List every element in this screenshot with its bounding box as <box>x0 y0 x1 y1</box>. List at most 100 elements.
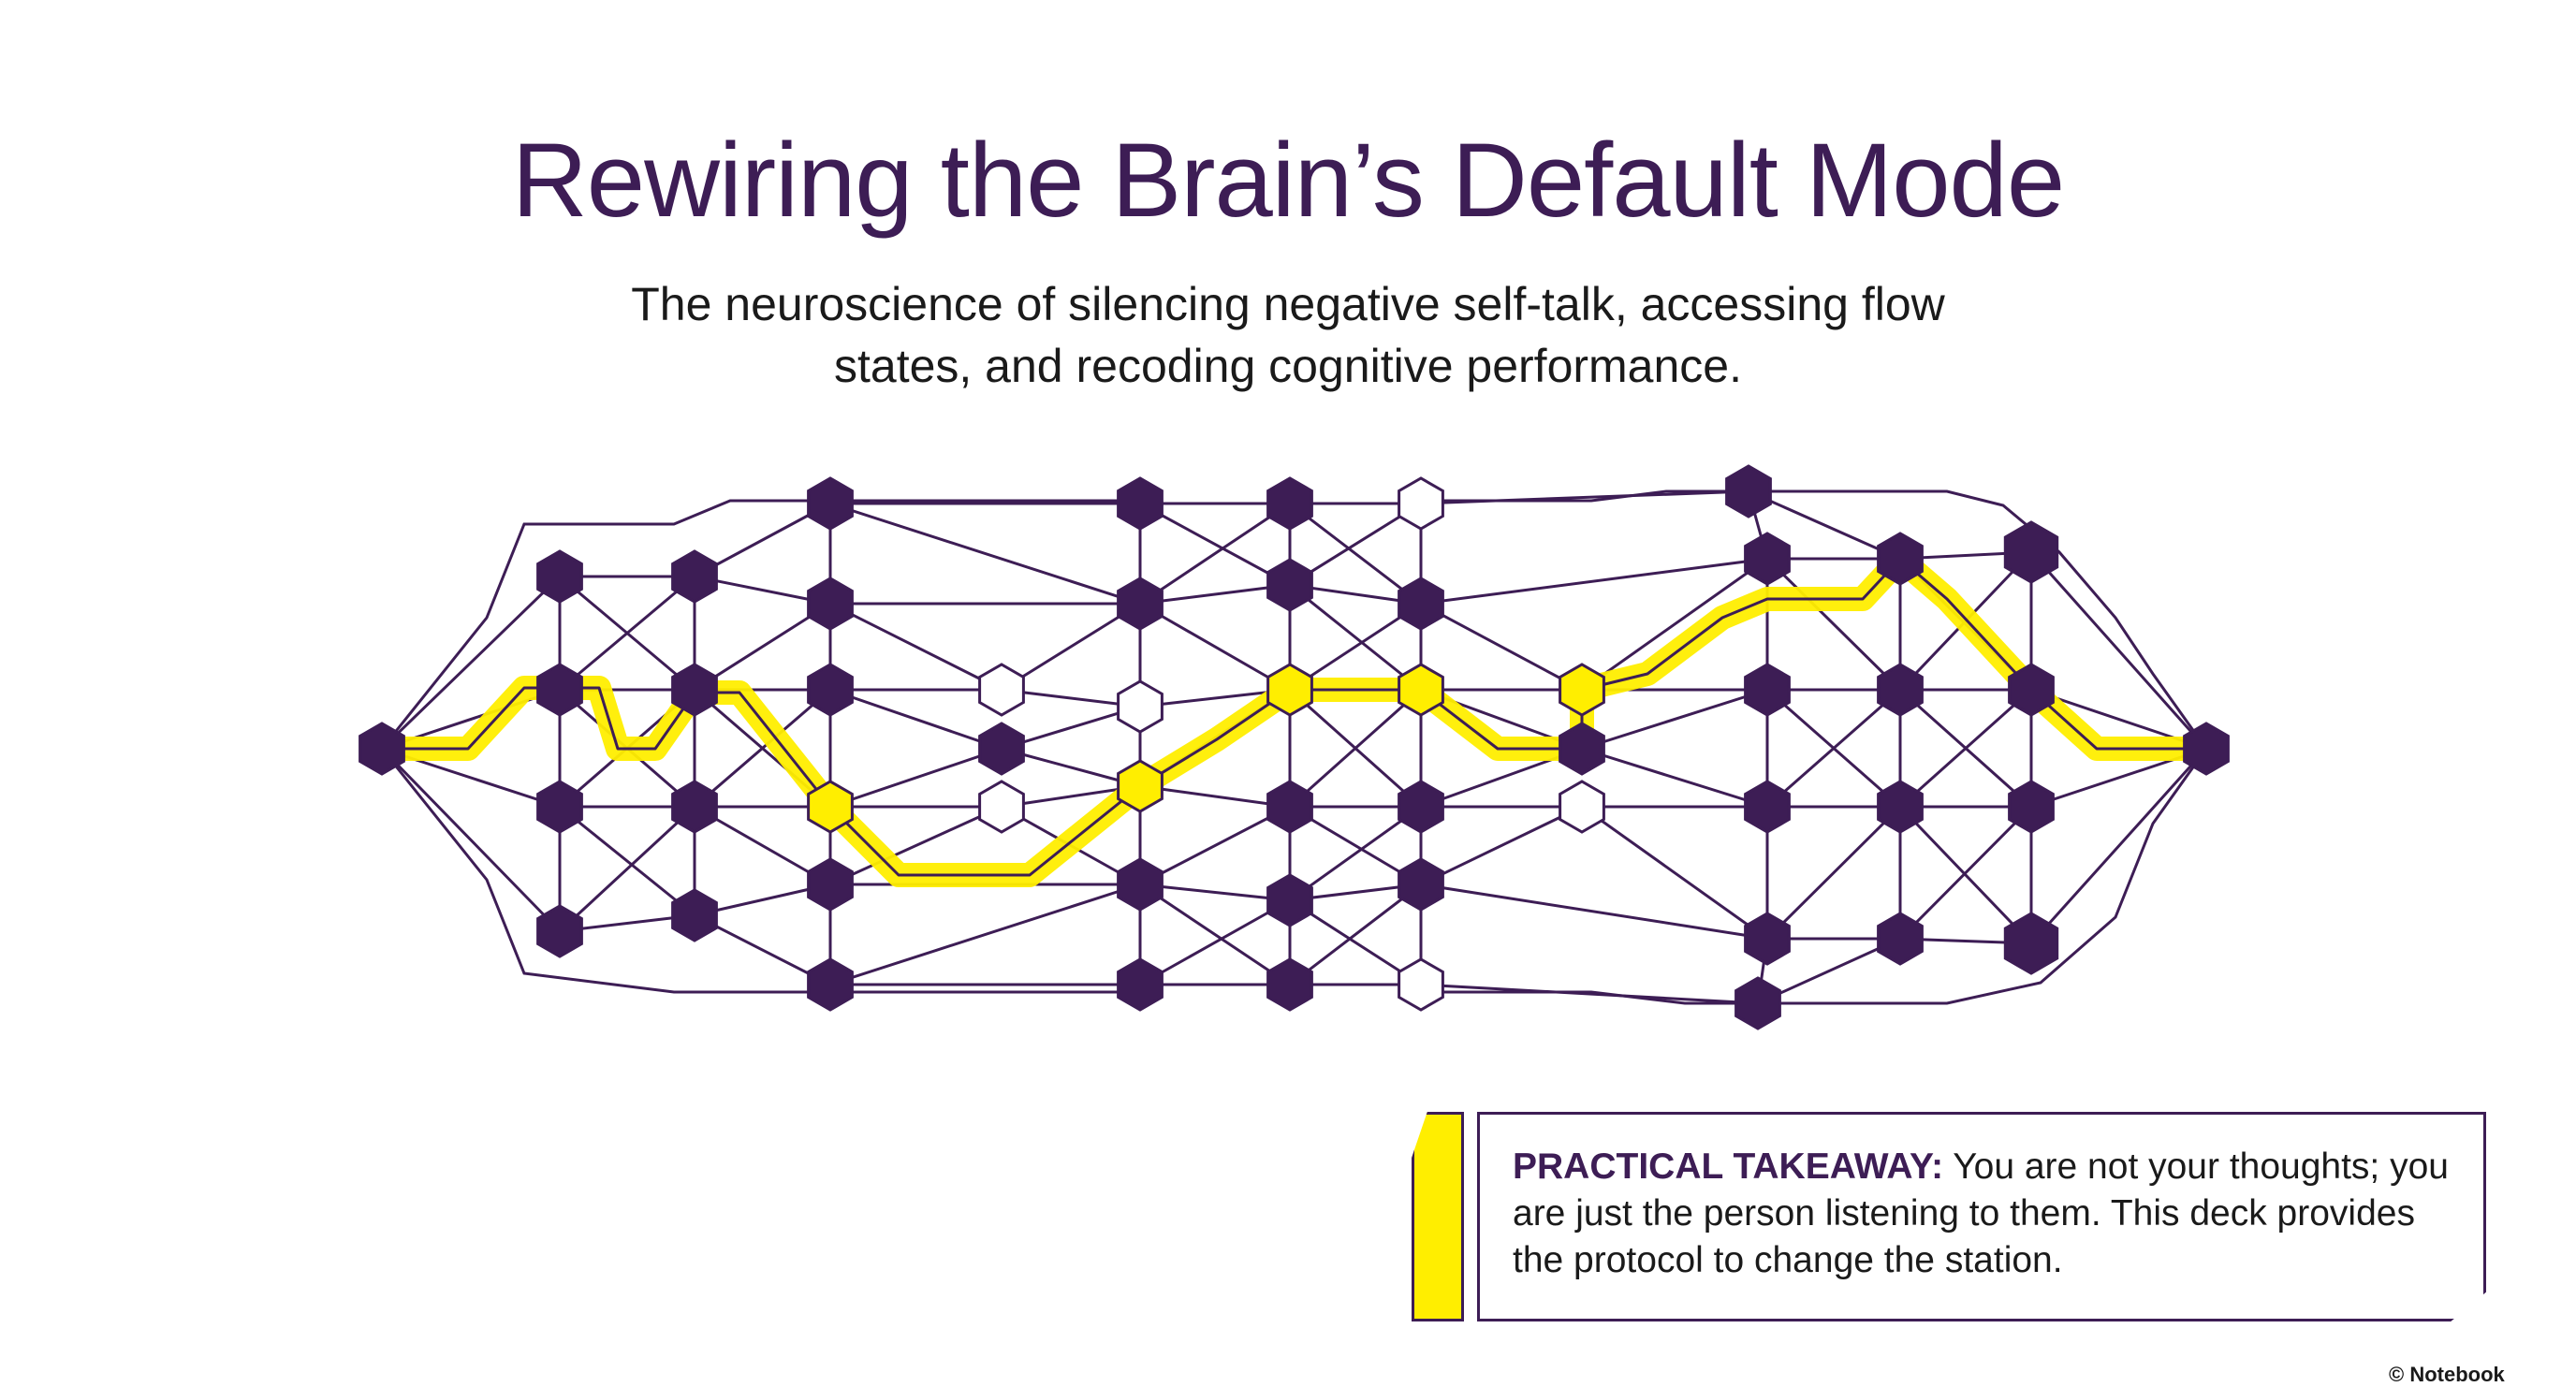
network-edge <box>1581 747 1768 809</box>
network-edge <box>829 688 1003 751</box>
network-node <box>536 549 583 604</box>
takeaway-label: PRACTICAL TAKEAWAY: <box>1513 1146 1944 1187</box>
network-edge <box>558 805 696 933</box>
network-edge <box>1420 557 1768 606</box>
network-edge <box>1898 805 2033 945</box>
network-trace <box>380 748 830 994</box>
network-node <box>359 722 405 776</box>
network-trace <box>1421 489 1749 503</box>
network-edge <box>1581 688 1768 751</box>
takeaway-text: PRACTICAL TAKEAWAY: You are not your tho… <box>1513 1144 2458 1284</box>
network-node <box>1117 577 1164 631</box>
network-node <box>807 957 854 1012</box>
network-node <box>2008 663 2055 717</box>
network-node <box>1266 780 1313 834</box>
neural-network-diagram <box>359 464 2230 1030</box>
highlighted-node <box>1398 663 1444 717</box>
network-node <box>2183 722 2230 776</box>
network-edge <box>1139 502 1291 587</box>
network-node <box>1877 780 1924 834</box>
network-edge <box>829 602 1003 692</box>
network-node <box>671 888 718 942</box>
network-node <box>1398 857 1444 912</box>
network-node <box>536 904 583 958</box>
network-edge <box>380 575 562 751</box>
network-edge <box>1289 883 1422 986</box>
network-edge <box>1289 805 1422 902</box>
network-node <box>1877 532 1924 586</box>
network-edge <box>1139 502 1291 606</box>
network-edge <box>1765 805 1902 941</box>
highlighted-node <box>1117 759 1164 813</box>
network-edge <box>1748 489 1901 561</box>
hollow-node <box>978 780 1025 834</box>
network-edge <box>1289 583 1422 692</box>
network-edge <box>559 575 695 692</box>
network-edge <box>1420 883 1768 941</box>
network-edge <box>1139 602 1291 692</box>
network-edge <box>829 747 1003 809</box>
network-trace <box>1749 489 2208 750</box>
network-node <box>1877 663 1924 717</box>
page-title: Rewiring the Brain’s Default Mode <box>511 122 2065 239</box>
network-edge <box>1139 883 1291 902</box>
network-node <box>1725 464 1772 518</box>
network-node <box>1398 577 1444 631</box>
hollow-node <box>978 663 1025 717</box>
network-node <box>671 780 718 834</box>
network-edge <box>1001 602 1141 692</box>
network-edge <box>1581 805 1768 941</box>
hollow-node <box>1398 957 1444 1012</box>
network-trace <box>1758 748 2208 1005</box>
network-edge <box>829 805 1003 886</box>
network-edge <box>1420 983 1759 1005</box>
network-node <box>2003 520 2059 584</box>
network-node <box>1266 957 1313 1012</box>
network-node <box>1266 558 1313 612</box>
network-node <box>1559 722 1605 776</box>
network-edge <box>1139 883 1291 986</box>
network-edge <box>1289 602 1422 692</box>
network-edge <box>1139 898 1291 986</box>
network-edge <box>2029 747 2208 945</box>
network-edge <box>829 883 1141 986</box>
network-edge <box>1420 805 1583 886</box>
highlighted-node <box>807 780 854 834</box>
network-edge <box>1420 602 1583 692</box>
network-trace <box>380 499 830 750</box>
takeaway-body: You are not your thoughts; you are just … <box>1513 1146 2449 1280</box>
network-edge <box>2029 551 2208 750</box>
network-edge <box>1766 688 1901 809</box>
network-edge <box>1139 805 1291 886</box>
network-node <box>978 722 1025 776</box>
subtitle-line-1: The neuroscience of silencing negative s… <box>631 278 1945 330</box>
network-edge <box>1757 937 1901 1005</box>
network-edge <box>1581 557 1768 692</box>
network-node <box>671 549 718 604</box>
network-node <box>1744 663 1791 717</box>
hollow-node <box>1117 679 1164 734</box>
network-edge <box>380 747 562 933</box>
network-edge <box>1289 502 1422 606</box>
network-edge <box>694 602 831 692</box>
network-node <box>1744 532 1791 586</box>
network-node <box>807 663 854 717</box>
network-node <box>1877 912 1924 966</box>
network-nodes <box>359 464 2230 1030</box>
network-node <box>1266 476 1313 531</box>
subtitle: The neuroscience of silencing negative s… <box>446 273 2130 397</box>
takeaway-accent-bar <box>1412 1112 1464 1321</box>
network-node <box>536 780 583 834</box>
network-node <box>536 663 583 717</box>
network-node <box>1398 780 1444 834</box>
hollow-node <box>1398 476 1444 531</box>
network-node <box>2003 912 2059 975</box>
network-edge <box>1139 784 1291 809</box>
highlighted-node <box>1266 663 1313 717</box>
network-node <box>1744 912 1791 966</box>
network-node <box>1734 976 1781 1030</box>
network-edge <box>829 502 1141 606</box>
network-trace <box>1421 990 1758 1005</box>
network-node <box>2008 780 2055 834</box>
network-node <box>1266 873 1313 927</box>
